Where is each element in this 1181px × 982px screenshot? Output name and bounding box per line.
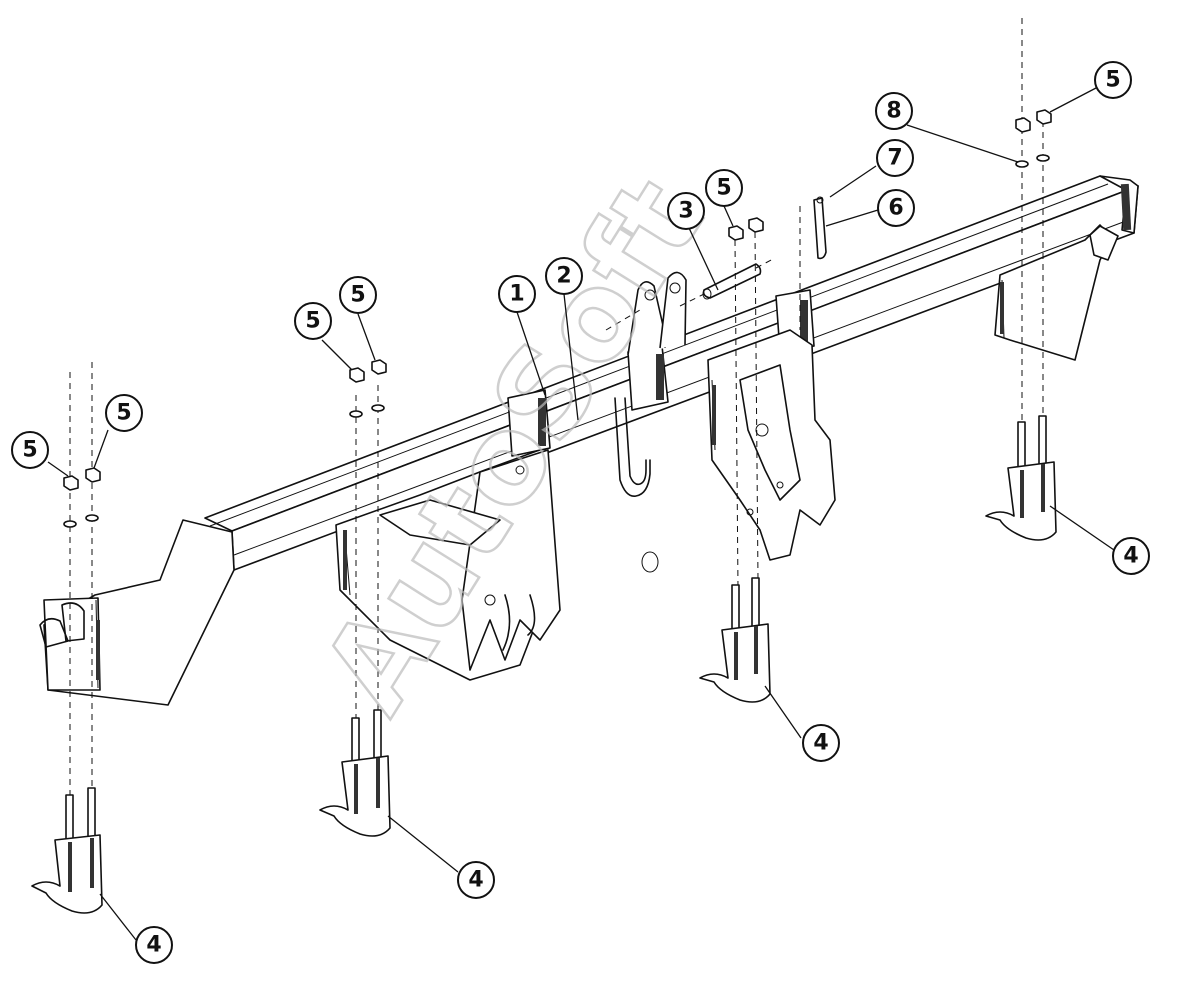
left-bracket (39, 519, 235, 706)
callout-5-left-b: 5 (105, 394, 143, 432)
center-left-hitch (335, 447, 561, 681)
svg-text:4: 4 (1123, 544, 1138, 569)
svg-text:5: 5 (1105, 68, 1120, 93)
svg-text:5: 5 (350, 283, 365, 308)
svg-text:5: 5 (716, 176, 731, 201)
callout-5-left-a: 5 (11, 431, 49, 469)
callout-5-center: 5 (705, 169, 743, 207)
callout-2: 2 (545, 257, 583, 295)
u-bolt-clamp-center-right (699, 577, 771, 703)
svg-text:6: 6 (888, 196, 903, 221)
center-u-bolt (614, 397, 651, 497)
svg-text:2: 2 (556, 264, 571, 289)
svg-text:4: 4 (146, 933, 161, 958)
callout-3: 3 (667, 192, 705, 230)
callout-8: 8 (875, 92, 913, 130)
u-bolt-clamp-far-left (31, 787, 103, 914)
right-bracket (994, 224, 1119, 361)
svg-text:5: 5 (116, 401, 131, 426)
callout-7: 7 (876, 139, 914, 177)
svg-text:5: 5 (22, 438, 37, 463)
svg-text:1: 1 (509, 282, 524, 307)
assembly-axis-lines (69, 18, 1044, 800)
u-bolt-clamp-center-left (319, 709, 391, 837)
beam-clamp-1 (507, 389, 551, 457)
callout-1: 1 (498, 275, 536, 313)
callout-4-center-right: 4 (802, 724, 840, 762)
leader-lines (47, 87, 1115, 941)
callout-4-left: 4 (135, 926, 173, 964)
center-right-hitch (707, 329, 836, 561)
callout-5-center-left-a: 5 (294, 302, 332, 340)
center-hitch-tower (605, 271, 687, 356)
spring-pin (799, 196, 827, 330)
svg-text:4: 4 (468, 868, 483, 893)
svg-text:5: 5 (305, 309, 320, 334)
nuts-and-washers (63, 109, 1052, 528)
frame-hole (641, 551, 659, 573)
callout-5-center-left-b: 5 (339, 276, 377, 314)
u-bolt-clamp-far-right (985, 415, 1057, 541)
svg-text:3: 3 (678, 199, 693, 224)
svg-text:8: 8 (886, 99, 901, 124)
callout-5-right: 5 (1094, 61, 1132, 99)
svg-text:4: 4 (813, 731, 828, 756)
svg-text:7: 7 (887, 146, 902, 171)
callout-6: 6 (877, 189, 915, 227)
callout-4-right: 4 (1112, 537, 1150, 575)
callout-4-center-left: 4 (457, 861, 495, 899)
